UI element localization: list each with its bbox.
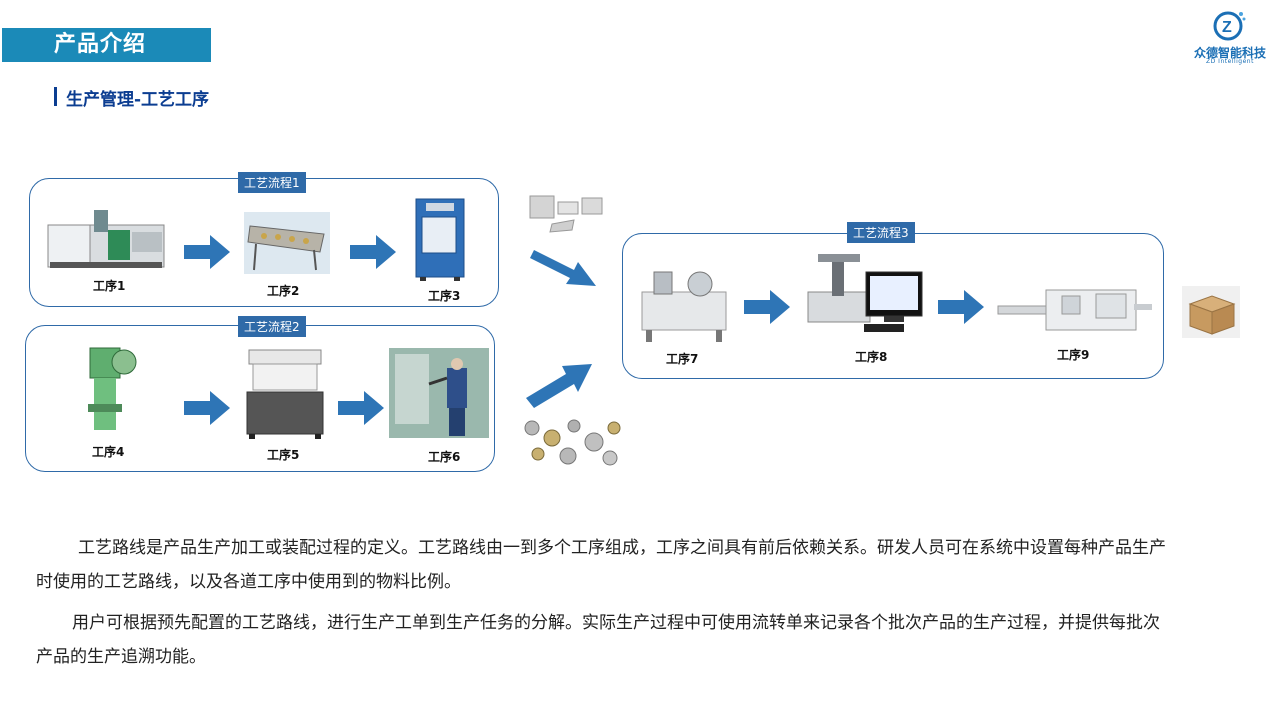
section-title: 生产管理-工艺工序 (66, 90, 210, 110)
deburring-machine-image (246, 349, 324, 439)
step-9-label: 工序9 (1057, 348, 1090, 362)
packaging-machine-image (997, 289, 1152, 331)
injection-molding-machine-image (47, 210, 165, 268)
description-paragraph-2: 用户可根据预先配置的工艺路线，进行生产工单到生产任务的分解。实际生产过程中可使用… (36, 613, 1160, 667)
arrow-right-icon (744, 290, 790, 324)
arrow-right-icon (338, 391, 384, 425)
arrow-diagonal-up-icon (526, 364, 592, 408)
step-8-label: 工序8 (855, 350, 888, 364)
brand-logo-icon: Z (1213, 11, 1246, 41)
step-1-label: 工序1 (93, 279, 126, 293)
cardboard-box-image (1182, 286, 1240, 338)
arrow-diagonal-down-icon (530, 250, 596, 286)
plastic-parts-image (529, 195, 603, 233)
punch-press-image (88, 347, 137, 430)
assembly-machine-image (641, 271, 727, 342)
spray-booth-image (389, 348, 489, 438)
step-7-label: 工序7 (666, 352, 699, 366)
process-flow-3-label: 工艺流程3 (847, 222, 915, 243)
brand-name: 众德智能科技 (1193, 46, 1266, 60)
process-flow-1-label: 工艺流程1 (238, 172, 306, 193)
metal-parts-image (524, 419, 621, 466)
arrow-right-icon (184, 391, 230, 425)
brand-subtitle: ZD Intelligent (1206, 58, 1254, 65)
page-banner-title: 产品介绍 (2, 28, 211, 62)
description-paragraph-1: 工艺路线是产品生产加工或装配过程的定义。工艺路线由一到多个工序组成，工序之间具有… (36, 538, 1166, 592)
arrow-right-icon (350, 235, 396, 269)
section-title-bar (54, 87, 57, 106)
step-3-label: 工序3 (428, 289, 461, 303)
blasting-cabinet-image (415, 198, 465, 281)
process-flow-2-label: 工艺流程2 (238, 316, 306, 337)
arrow-right-icon (184, 235, 230, 269)
dispensing-station-image (807, 254, 923, 332)
arrow-right-icon (938, 290, 984, 324)
step-6-label: 工序6 (428, 450, 461, 464)
step-4-label: 工序4 (92, 445, 125, 459)
step-5-label: 工序5 (267, 448, 300, 462)
washing-conveyor-image (244, 212, 330, 274)
svg-text:Z: Z (1222, 19, 1232, 36)
step-2-label: 工序2 (267, 284, 300, 298)
